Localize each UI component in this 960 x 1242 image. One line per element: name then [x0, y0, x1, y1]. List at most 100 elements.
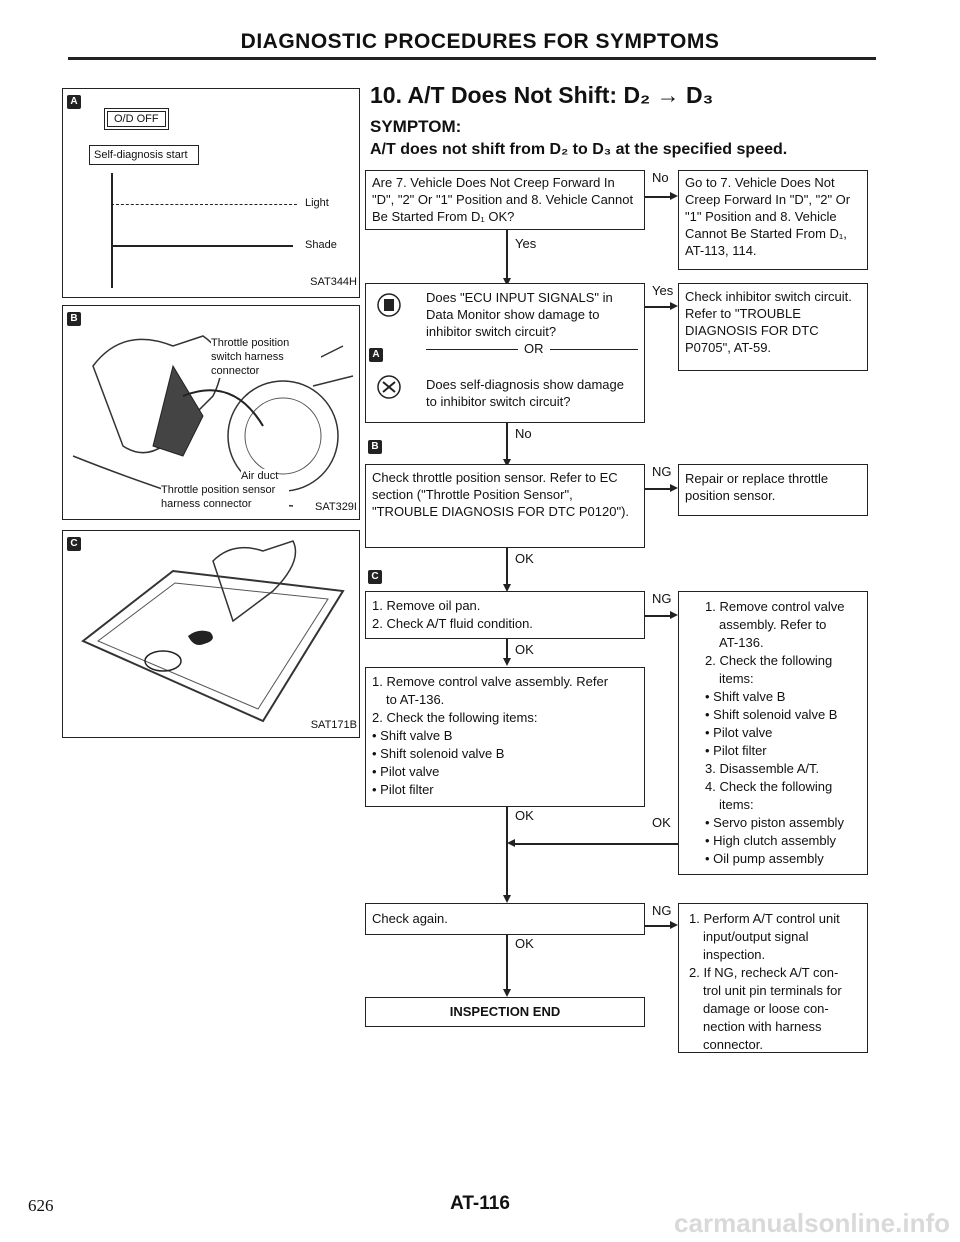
side4-line-10: 3. Disassemble A/T.	[705, 761, 820, 776]
symptom-label: SYMPTOM:	[370, 117, 462, 136]
step3-side-text: Repair or replace throttle position sens…	[685, 471, 829, 503]
step6-side-box: 1. Perform A/T control unit input/output…	[678, 903, 868, 1053]
step4-ng-label: NG	[652, 591, 672, 606]
step2-no-label: No	[515, 426, 532, 441]
step3-ok-label: OK	[515, 551, 534, 566]
figure-c: C SAT171B	[62, 530, 360, 738]
page-header-title: DIAGNOSTIC PROCEDURES FOR SYMPTOMS	[240, 30, 720, 53]
step5-line-4: • Shift valve B	[372, 728, 453, 743]
step5-line-6: • Pilot valve	[372, 764, 440, 779]
step6-box: Check again.	[365, 903, 645, 935]
step2-yes-connector	[645, 306, 671, 308]
inspection-end-box: INSPECTION END	[365, 997, 645, 1027]
step6-ok-label: OK	[515, 936, 534, 951]
side4-line-14: • High clutch assembly	[705, 833, 836, 848]
step4-ng-arrow	[670, 611, 678, 619]
light-label: Light	[305, 197, 329, 209]
step3-ok-line	[506, 548, 508, 588]
switch-connector-label: Throttle position switch harness connect…	[211, 336, 321, 378]
side4-return-arrow	[507, 839, 515, 847]
step5-line-5: • Shift solenoid valve B	[372, 746, 505, 761]
step4-badge: C	[368, 570, 382, 584]
step6-ok-arrow	[503, 989, 511, 997]
step5-line-3: 2. Check the following items:	[372, 710, 538, 725]
step1-yes-line	[506, 230, 508, 282]
consult-icon	[377, 293, 401, 317]
figure-b: B Throttle position switch harness conne…	[62, 305, 360, 520]
side6-line-5: trol unit pin terminals for	[703, 983, 842, 998]
step3-side-box: Repair or replace throttle position sens…	[678, 464, 868, 516]
step1-yes-label: Yes	[515, 236, 537, 251]
step3-box: Check throttle position sensor. Refer to…	[365, 464, 645, 548]
step6-ok-line	[506, 935, 508, 993]
side4-line-11: 4. Check the following	[705, 779, 833, 794]
side6-line-4: 2. If NG, recheck A/T con-	[689, 965, 839, 980]
shade-line	[111, 245, 293, 247]
page-number-center: AT-116	[450, 1193, 510, 1214]
step5-ok-label: OK	[515, 808, 534, 823]
side4-line-5: items:	[719, 671, 754, 686]
figure-a: A O/D OFF Self-diagnosis start Light Sha…	[62, 88, 360, 298]
step4-ok-label: OK	[515, 642, 534, 657]
step5-ok-arrow	[503, 895, 511, 903]
side4-line-2: assembly. Refer to	[719, 617, 827, 632]
oil-pan-illustration	[81, 540, 345, 723]
side4-line-6: • Shift valve B	[705, 689, 786, 704]
step2-question2-text: Does self-diagnosis show damage to inhib…	[426, 377, 624, 409]
step3-ng-connector	[645, 488, 671, 490]
od-off-label: O/D OFF	[104, 108, 169, 130]
step2-question-box: Does "ECU INPUT SIGNALS" in Data Monitor…	[365, 283, 645, 423]
step1-no-connector	[645, 196, 671, 198]
step1-question-box: Are 7. Vehicle Does Not Creep Forward In…	[365, 170, 645, 230]
side4-line-13: • Servo piston assembly	[705, 815, 844, 830]
step5-line-1: 1. Remove control valve assembly. Refer	[372, 674, 609, 689]
watermark: carmanualsonline.info	[674, 1208, 950, 1238]
timing-vertical-line	[111, 173, 113, 288]
figure-c-code: SAT171B	[310, 719, 357, 731]
step2-yes-label: Yes	[652, 283, 674, 298]
step3-badge: B	[368, 440, 382, 454]
side6-line-7: nection with harness	[703, 1019, 822, 1034]
inspection-end-text: INSPECTION END	[449, 1004, 561, 1019]
side4-line-12: items:	[719, 797, 754, 812]
figure-a-code: SAT344H	[310, 276, 357, 288]
page-number-left: 626	[28, 1196, 54, 1215]
step2-no-line	[506, 423, 508, 463]
step3-ok-arrow	[503, 584, 511, 592]
side6-line-8: connector.	[703, 1037, 763, 1052]
figure-b-code: SAT329I	[315, 501, 357, 513]
step1-yes-arrow	[503, 278, 511, 286]
side4-ok-label: OK	[652, 815, 671, 830]
side6-line-2: input/output signal	[703, 929, 809, 944]
step3-ng-arrow	[670, 484, 678, 492]
step2-or-label: OR	[518, 341, 550, 356]
step1-question-text: Are 7. Vehicle Does Not Creep Forward In…	[372, 175, 634, 224]
shade-label: Shade	[305, 239, 337, 251]
step6-ng-label: NG	[652, 903, 672, 918]
step1-side-text: Go to 7. Vehicle Does Not Creep Forward …	[685, 175, 851, 258]
step4-line-1: 1. Remove oil pan.	[372, 598, 481, 613]
step4-ok-arrow	[503, 658, 511, 666]
side4-line-4: 2. Check the following	[705, 653, 833, 668]
side6-line-3: inspection.	[703, 947, 766, 962]
step5-line-7: • Pilot filter	[372, 782, 434, 797]
side6-line-1: 1. Perform A/T control unit	[689, 911, 840, 926]
side4-line-8: • Pilot valve	[705, 725, 773, 740]
step2-side-text: Check inhibitor switch circuit. Refer to…	[685, 289, 852, 355]
air-duct-label: Air duct	[241, 469, 279, 483]
sensor-connector-label: Throttle position sensor harness connect…	[161, 483, 289, 511]
engine-illustration	[72, 335, 354, 507]
step6-ng-arrow	[670, 921, 678, 929]
step1-no-arrow	[670, 192, 678, 200]
step4-line-2: 2. Check A/T fluid condition.	[372, 616, 533, 631]
symptom-text: A/T does not shift from D₂ to D₃ at the …	[370, 141, 788, 158]
step2-no-arrow	[503, 459, 511, 467]
step2-question1-text: Does "ECU INPUT SIGNALS" in Data Monitor…	[426, 290, 613, 339]
section-title: 10. A/T Does Not Shift: D₂ → D₃	[370, 82, 714, 108]
side4-line-9: • Pilot filter	[705, 743, 767, 758]
step3-ng-label: NG	[652, 464, 672, 479]
step2-yes-arrow	[670, 302, 678, 310]
step4-ok-line	[506, 639, 508, 663]
step2-badge: A	[369, 348, 383, 362]
side6-line-6: damage or loose con-	[703, 1001, 829, 1016]
